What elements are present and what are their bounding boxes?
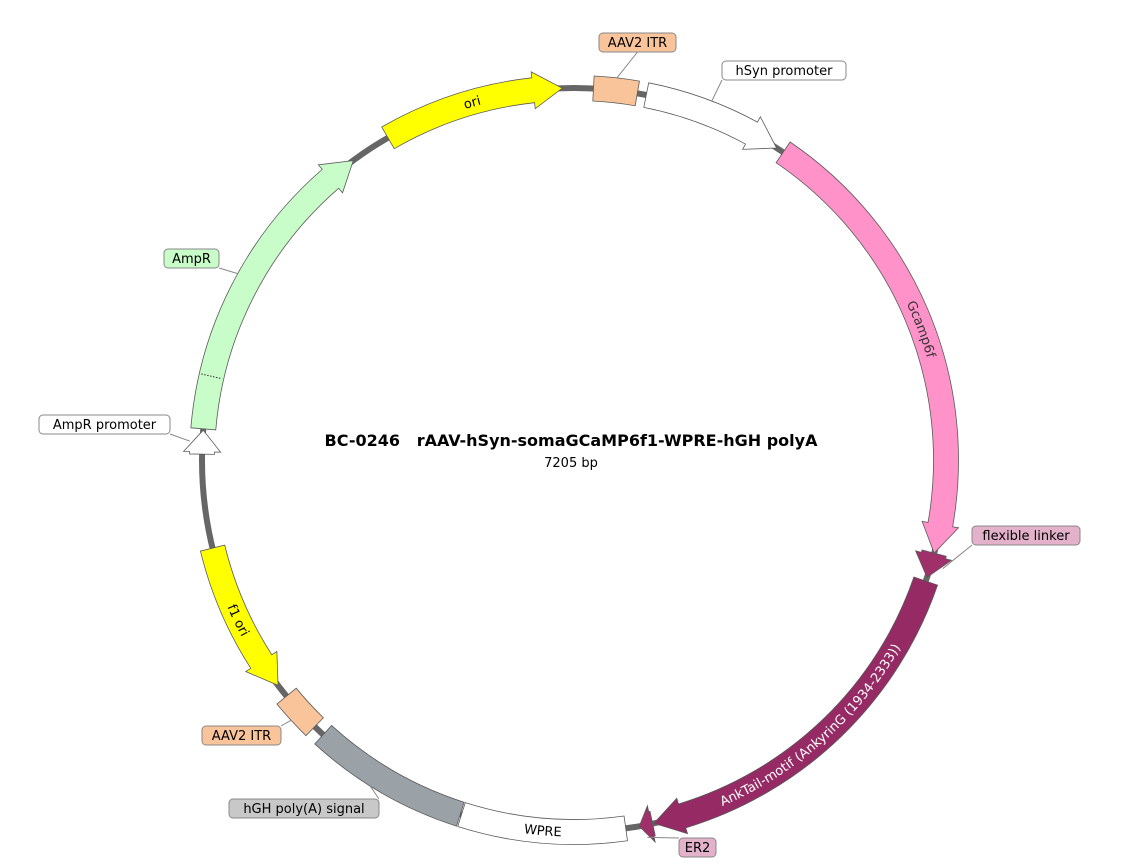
callout-text: AmpR — [172, 252, 211, 267]
callout-leader-line — [942, 544, 973, 569]
feature-label-wpre: WPRE — [523, 822, 562, 840]
callout-text: hSyn promoter — [736, 64, 834, 79]
callout-box — [38, 414, 171, 435]
feature-label-ori: ori — [462, 94, 482, 113]
feature-hgh[interactable] — [314, 724, 465, 827]
callout-leader-line — [616, 51, 638, 79]
callout-leader-line — [169, 433, 191, 442]
callout-box — [598, 32, 677, 53]
callout-box — [971, 525, 1081, 546]
center-labels: BC-0246 rAAV-hSyn-somaGCaMP6f1-WPRE-hGH … — [325, 431, 819, 471]
callout-hgh[interactable]: hGH poly(A) signal — [228, 785, 380, 819]
callout-box — [678, 837, 717, 858]
callout-linker[interactable]: flexible linker — [942, 525, 1081, 569]
callout-leader-line — [369, 785, 380, 800]
callout-text: AAV2 ITR — [212, 729, 271, 744]
callout-box — [163, 248, 220, 269]
callout-text: AAV2 ITR — [608, 36, 667, 51]
feature-layer — [182, 71, 960, 845]
callout-leader-line — [280, 719, 292, 727]
feature-itr-top[interactable] — [592, 75, 640, 107]
callout-itr-top[interactable]: AAV2 ITR — [598, 32, 677, 79]
callout-box — [201, 725, 282, 746]
feature-er2[interactable] — [638, 804, 656, 844]
feature-amppromoter[interactable] — [182, 429, 222, 455]
callout-box — [228, 798, 380, 819]
callout-text: hGH poly(A) signal — [243, 802, 364, 817]
callout-leader-line — [218, 267, 238, 275]
callout-amppromoter[interactable]: AmpR promoter — [38, 414, 191, 442]
callout-ampr[interactable]: AmpR — [163, 248, 238, 275]
callout-hsyn[interactable]: hSyn promoter — [711, 60, 847, 102]
callout-itr-bottom[interactable]: AAV2 ITR — [201, 719, 292, 746]
plasmid-title: BC-0246 rAAV-hSyn-somaGCaMP6f1-WPRE-hGH … — [325, 431, 819, 450]
feature-ori[interactable] — [381, 71, 564, 150]
callout-text: AmpR promoter — [53, 418, 157, 433]
callout-leader-line — [647, 836, 680, 839]
feature-hsyn[interactable] — [643, 82, 778, 150]
callout-leader-line — [711, 79, 723, 102]
callout-box — [721, 60, 847, 81]
callout-text: ER2 — [685, 841, 711, 856]
feature-f1ori[interactable] — [199, 544, 279, 687]
ampr-divider — [201, 373, 222, 380]
callout-text: flexible linker — [982, 529, 1070, 544]
plasmid-size: 7205 bp — [544, 456, 598, 471]
feature-linker[interactable] — [914, 549, 953, 579]
feature-ampr[interactable] — [190, 160, 354, 431]
callout-er2[interactable]: ER2 — [647, 836, 717, 858]
feature-label-ank: AnkTail-motif (AnkyrinG (1934-2333)) — [718, 642, 904, 810]
feature-itr-bottom[interactable] — [276, 687, 324, 737]
feature-wpre[interactable] — [457, 802, 628, 845]
feature-ank[interactable] — [653, 576, 939, 835]
